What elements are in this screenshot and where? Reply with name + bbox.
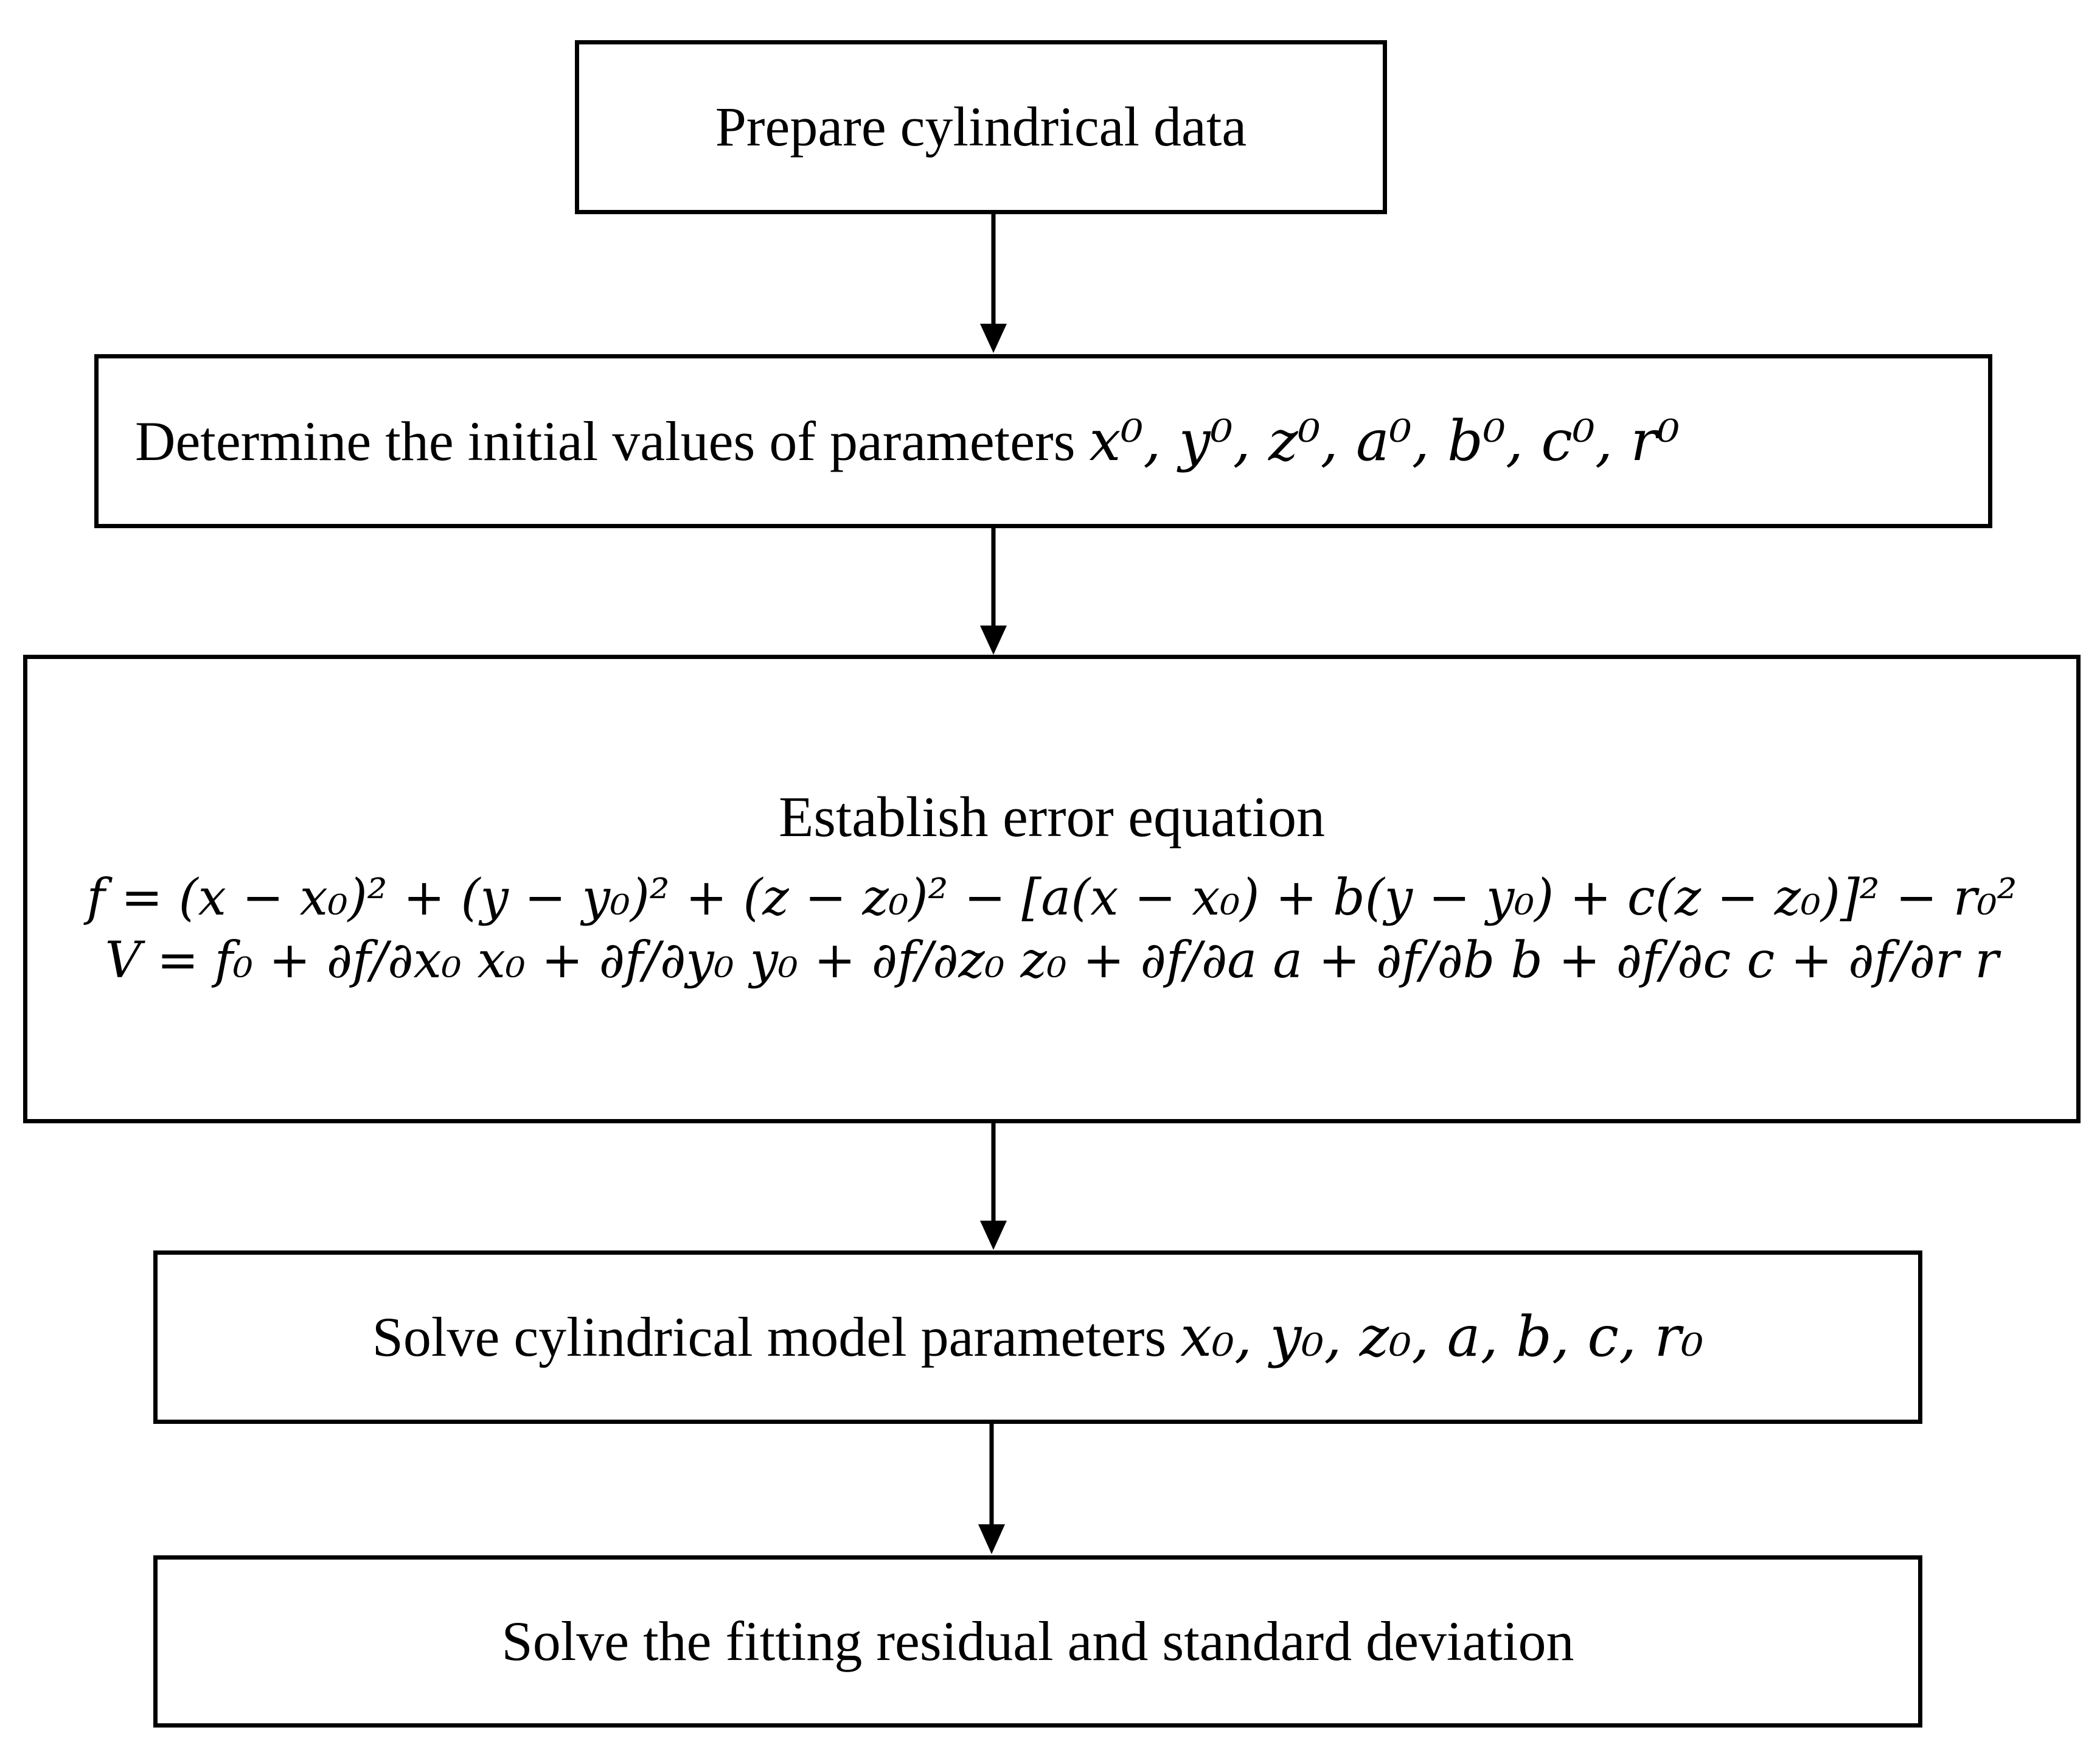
step-initial-values-params: x⁰, y⁰, z⁰, a⁰, b⁰, c⁰, r⁰ <box>1089 408 1680 473</box>
step-initial-values-label: Determine the initial values of paramete… <box>135 410 1076 472</box>
arrow-4 <box>973 1424 1010 1557</box>
step-prepare-data-label: Prepare cylindrical data <box>715 96 1247 158</box>
step-solve-parameters-label: Solve cylindrical model parameters <box>372 1306 1167 1369</box>
arrow-2 <box>975 528 1012 656</box>
step-residual-box: Solve the fitting residual and standard … <box>153 1555 1922 1728</box>
arrow-3 <box>975 1123 1012 1252</box>
step-error-equation-box: Establish error equation f = (x − x₀)² +… <box>23 655 2081 1123</box>
step-prepare-data-box: Prepare cylindrical data <box>575 40 1387 214</box>
error-equation-v: V = f₀ + ∂f/∂x₀ x₀ + ∂f/∂y₀ y₀ + ∂f/∂z₀ … <box>105 931 1999 989</box>
step-solve-parameters-box: Solve cylindrical model parameters x₀, y… <box>153 1250 1922 1424</box>
arrow-1 <box>975 214 1012 354</box>
step-error-equation-label: Establish error equation <box>779 785 1325 849</box>
step-solve-parameters-params: x₀, y₀, z₀, a, b, c, r₀ <box>1180 1304 1704 1370</box>
step-residual-label: Solve the fitting residual and standard … <box>501 1609 1574 1672</box>
step-initial-values-box: Determine the initial values of paramete… <box>94 354 1992 528</box>
error-equation-f: f = (x − x₀)² + (y − y₀)² + (z − z₀)² − … <box>86 869 2017 927</box>
